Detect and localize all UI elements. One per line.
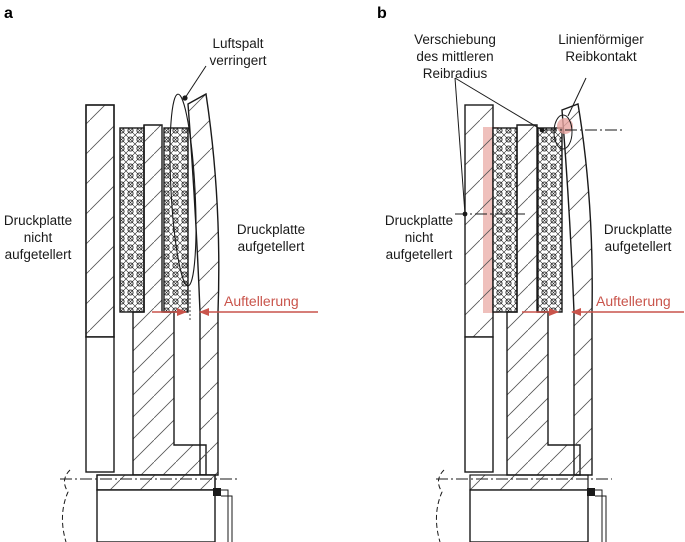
panel-a: a: [4, 5, 318, 542]
panel-a-label: a: [4, 5, 13, 22]
label-linienfoermig-1: Linienförmiger: [558, 32, 644, 47]
panel-b: b: [377, 5, 684, 542]
label-verschiebung-2: des mittleren: [416, 49, 493, 64]
panel-b-label: b: [377, 5, 387, 22]
label-left-plate-a-2: nicht: [24, 230, 53, 245]
right-pressure-plate-b: [561, 103, 593, 476]
label-verschiebung-1: Verschiebung: [414, 32, 496, 47]
label-left-plate-b-1: Druckplatte: [385, 213, 453, 228]
label-left-plate-a-3: aufgetellert: [5, 247, 72, 262]
label-left-plate-b-3: aufgetellert: [386, 247, 453, 262]
friction-lining-left-a: [119, 127, 145, 313]
left-pressure-plate-b: [464, 104, 494, 473]
label-luftspalt-1: Luftspalt: [212, 36, 263, 51]
line-contact-highlight: [557, 118, 573, 134]
label-luftspalt-2: verringert: [209, 53, 266, 68]
label-verschiebung-3: Reibradius: [423, 66, 488, 81]
label-right-plate-a-1: Druckplatte: [237, 222, 305, 237]
leader-verschiebung-1: [454, 77, 466, 215]
label-auftellerung-a: Auftellerung: [224, 293, 299, 309]
label-left-plate-a-1: Druckplatte: [4, 213, 72, 228]
hub-base-a: [60, 469, 240, 542]
label-linienfoermig-2: Reibkontakt: [565, 49, 637, 64]
friction-lining-right-a: [163, 127, 189, 313]
friction-lining-right-b: [537, 127, 563, 313]
leader-line-a: [184, 65, 207, 99]
label-right-plate-a-2: aufgetellert: [238, 239, 305, 254]
air-gap-ellipse-a: [169, 93, 197, 287]
label-left-plate-b-2: nicht: [405, 230, 434, 245]
leader-verschiebung-2: [454, 77, 543, 131]
leader-linienfoermig: [567, 77, 587, 117]
label-right-plate-b-1: Druckplatte: [604, 222, 672, 237]
label-auftellerung-b: Auftellerung: [596, 293, 671, 309]
hub-base-b: [436, 469, 612, 542]
label-right-plate-b-2: aufgetellert: [605, 239, 672, 254]
left-pressure-plate-a: [85, 104, 115, 473]
friction-lining-left-b: [492, 127, 518, 313]
right-pressure-plate-a: [187, 92, 220, 476]
